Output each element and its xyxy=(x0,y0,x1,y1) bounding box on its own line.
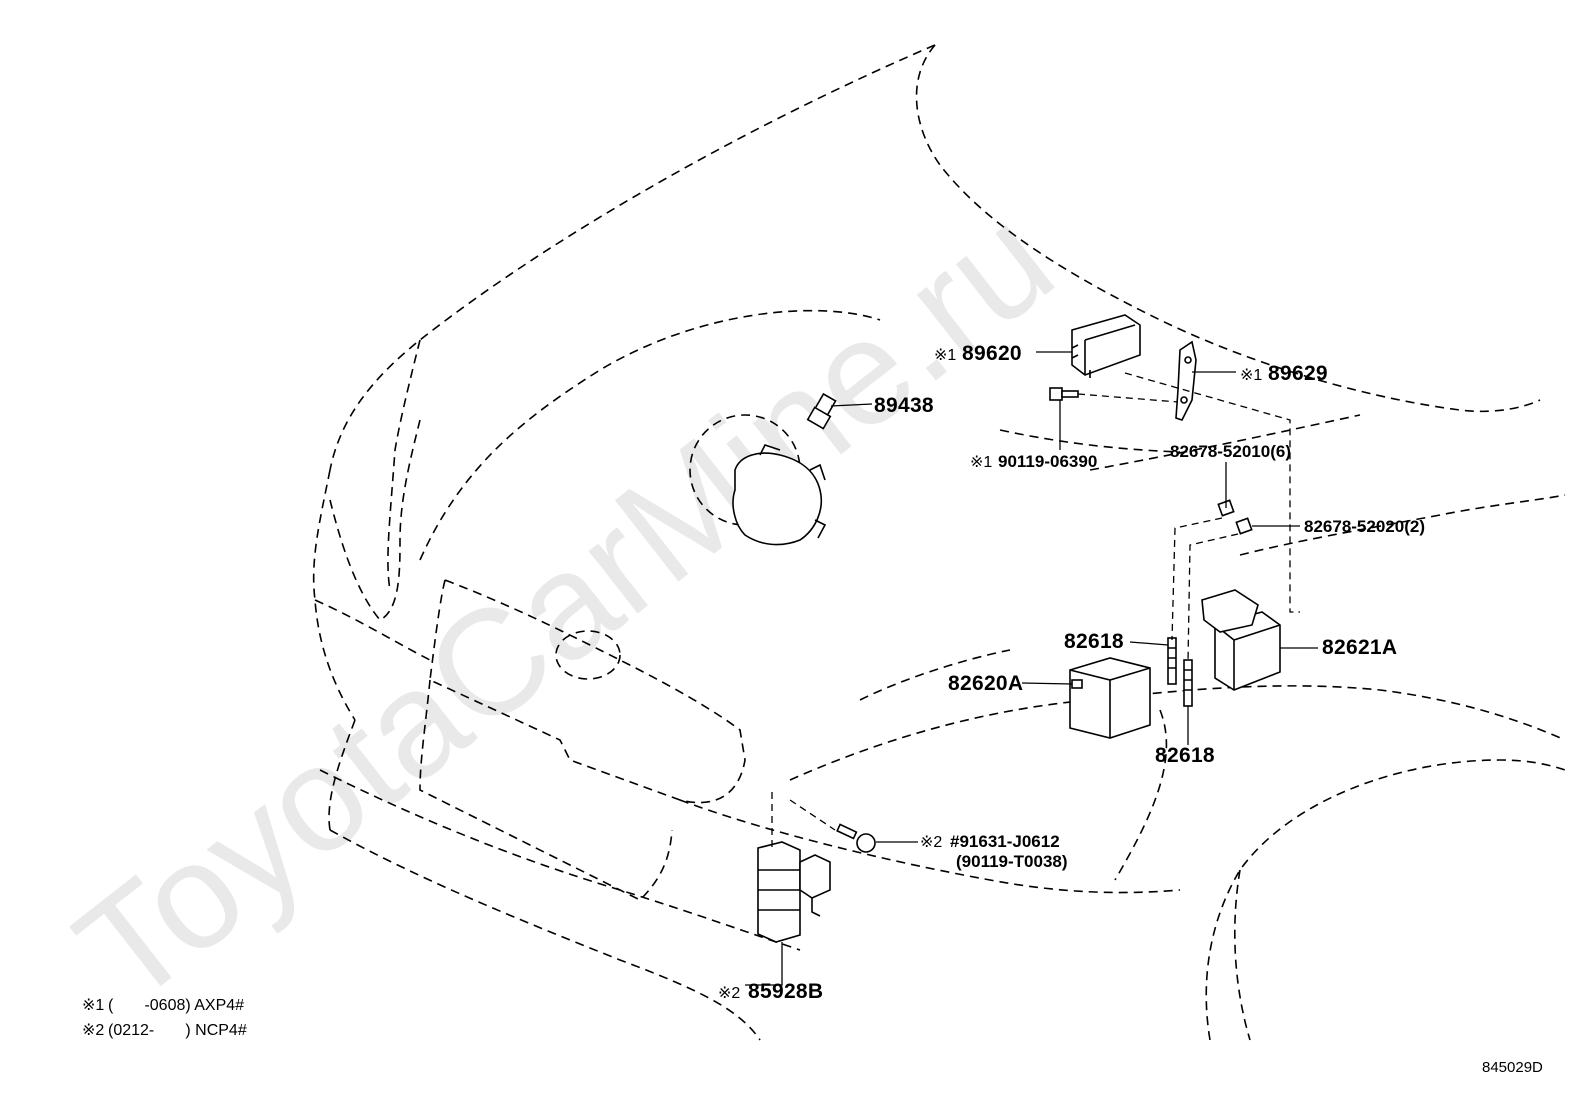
vehicle-body-outline xyxy=(312,44,1566,1041)
part-number-90119-T0038: (90119-T0038) xyxy=(956,852,1068,871)
leader-lines xyxy=(745,351,1318,986)
applicability-notes: ※1 ( -0608) AXP4# ※2 (0212- ) NCP4# xyxy=(82,997,247,1039)
part-number-89620: 89620 xyxy=(962,342,1022,365)
callout-89620: ※1 89620 xyxy=(934,342,1022,365)
note1-mark: ※1 xyxy=(1240,367,1262,384)
callout-90119-06390: ※1 90119-06390 xyxy=(970,452,1097,471)
part-89629-bracket xyxy=(1175,340,1197,421)
part-82618-fuse-bottom xyxy=(1183,659,1193,707)
note2-text: (0212- ) NCP4# xyxy=(108,1022,247,1039)
watermark: ToyotaCarMine.ru xyxy=(46,174,1082,1035)
part-number-82678-52020: 82678-52020(2) xyxy=(1304,517,1425,536)
part-91631-bolt xyxy=(836,823,876,853)
part-number-82618-bottom: 82618 xyxy=(1155,744,1215,767)
part-90119-06390-bolt xyxy=(1049,387,1079,401)
callout-85928B: ※2 85928B xyxy=(718,980,823,1003)
callout-91631: ※2 #91631-J0612 (90119-T0038) xyxy=(920,832,1068,871)
part-85928B-relay xyxy=(757,841,831,943)
note1-text: ( -0608) AXP4# xyxy=(108,997,244,1014)
part-number-82621A: 82621A xyxy=(1322,636,1397,659)
part-82618-fuse-top xyxy=(1167,637,1177,685)
part-number-82620A: 82620A xyxy=(948,672,1023,695)
part-82678-bolts xyxy=(1217,499,1253,535)
part-number-90119-06390: 90119-06390 xyxy=(998,452,1097,471)
part-number-89438: 89438 xyxy=(874,394,934,417)
part-number-82678-52010: 82678-52010(6) xyxy=(1170,442,1291,461)
note2-mark: ※2 xyxy=(920,834,942,851)
part-number-85928B: 85928B xyxy=(748,980,823,1003)
note1-mark: ※1 xyxy=(82,997,104,1014)
callout-89629: ※1 89629 xyxy=(1240,362,1328,385)
note2-mark: ※2 xyxy=(718,985,740,1002)
note2-mark: ※2 xyxy=(82,1022,104,1039)
part-82620A-block xyxy=(1069,657,1151,739)
part-number-91631-J0612: #91631-J0612 xyxy=(950,832,1060,851)
part-89438-sensor xyxy=(689,392,837,546)
part-number-89629: 89629 xyxy=(1268,362,1328,385)
part-number-82618-top: 82618 xyxy=(1064,630,1124,653)
diagram-code: 845029D xyxy=(1482,1059,1543,1076)
note1-mark: ※1 xyxy=(970,454,992,471)
note1-mark: ※1 xyxy=(934,347,956,364)
part-89620-module xyxy=(1071,314,1141,378)
part-82621A-box xyxy=(1201,589,1281,691)
